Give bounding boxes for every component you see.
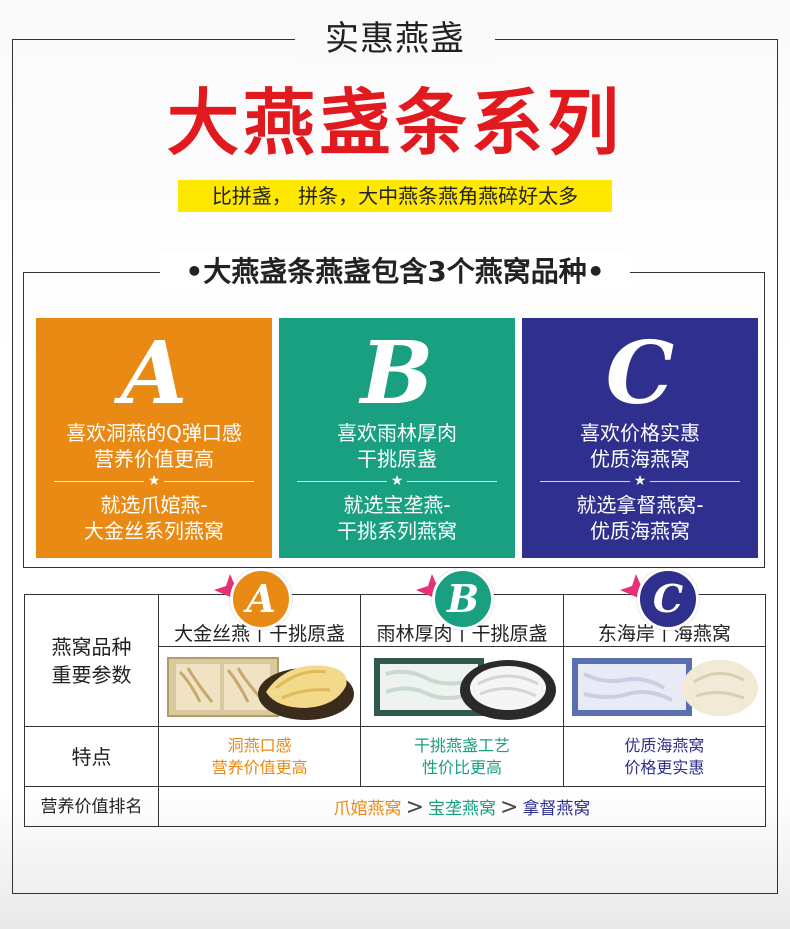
card-a: A 喜欢洞燕的Q弹口感 营养价值更高 ★ 就选爪婠燕- 大金丝系列燕窝 xyxy=(36,318,272,558)
table-row: 营养价值排名 爪婠燕窝>宝垄燕窝>拿督燕窝 xyxy=(24,786,766,827)
row-label-features: 特点 xyxy=(24,726,159,787)
product-photo-c-cell xyxy=(562,646,767,727)
badge-a: A xyxy=(230,568,292,630)
table-row xyxy=(25,646,767,727)
product-photo-c xyxy=(570,652,759,722)
card-choice-text: 就选宝垄燕- 干挑系列燕窝 xyxy=(337,493,457,543)
spec-table: 燕窝品种 重要参数 大金丝燕丨干挑原盏 雨林厚肉丨干挑原盏 东海岸丨海燕窝 xyxy=(24,594,767,827)
feature-c: 优质海燕窝 价格更实惠 xyxy=(562,726,767,787)
card-choice-text: 就选拿督燕窝- 优质海燕窝 xyxy=(576,493,704,543)
product-photo-a-cell xyxy=(157,646,362,727)
subtitle-banner: 比拼盏， 拼条，大中燕条燕角燕碎好太多 xyxy=(178,180,612,212)
badge-b: B xyxy=(432,568,494,630)
main-title: 大燕盏条系列 xyxy=(166,81,623,165)
card-letter: B xyxy=(360,323,434,424)
nutrition-rank: 爪婠燕窝>宝垄燕窝>拿督燕窝 xyxy=(158,786,766,827)
star-icon: ★ xyxy=(387,472,407,490)
product-photo-a xyxy=(166,652,354,722)
card-preference-text: 喜欢洞燕的Q弹口感 营养价值更高 xyxy=(66,421,242,471)
greater-than-icon: > xyxy=(500,794,519,820)
card-b: B 喜欢雨林厚肉 干挑原盏 ★ 就选宝垄燕- 干挑系列燕窝 xyxy=(279,318,515,558)
row-label-rank: 营养价值排名 xyxy=(24,786,159,827)
star-icon: ★ xyxy=(144,472,164,490)
section-title: •大燕盏条燕盏包含3个燕窝品种• xyxy=(160,252,630,292)
badge-c: C xyxy=(637,568,699,630)
card-letter: C xyxy=(605,323,675,424)
card-choice-text: 就选爪婠燕- 大金丝系列燕窝 xyxy=(84,493,224,543)
star-icon: ★ xyxy=(630,472,650,490)
card-letter: A xyxy=(120,323,188,424)
feature-b: 干挑燕盏工艺 性价比更高 xyxy=(360,726,564,787)
row-label-variety: 燕窝品种 重要参数 xyxy=(24,594,159,727)
rank-third: 拿督燕窝 xyxy=(522,798,591,819)
table-row: 特点 洞燕口感 营养价值更高 干挑燕盏工艺 性价比更高 优质海燕窝 价格更实惠 xyxy=(24,726,767,787)
card-preference-text: 喜欢价格实惠 优质海燕窝 xyxy=(580,421,700,471)
card-c: C 喜欢价格实惠 优质海燕窝 ★ 就选拿督燕窝- 优质海燕窝 xyxy=(522,318,758,558)
feature-a: 洞燕口感 营养价值更高 xyxy=(157,726,362,787)
product-photo-b-cell xyxy=(360,646,564,727)
top-title: 实惠燕盏 xyxy=(295,14,495,64)
rank-second: 宝垄燕窝 xyxy=(428,798,496,819)
card-preference-text: 喜欢雨林厚肉 干挑原盏 xyxy=(337,421,457,471)
rank-first: 爪婠燕窝 xyxy=(333,798,402,819)
greater-than-icon: > xyxy=(405,794,424,820)
product-photo-b xyxy=(368,652,556,722)
